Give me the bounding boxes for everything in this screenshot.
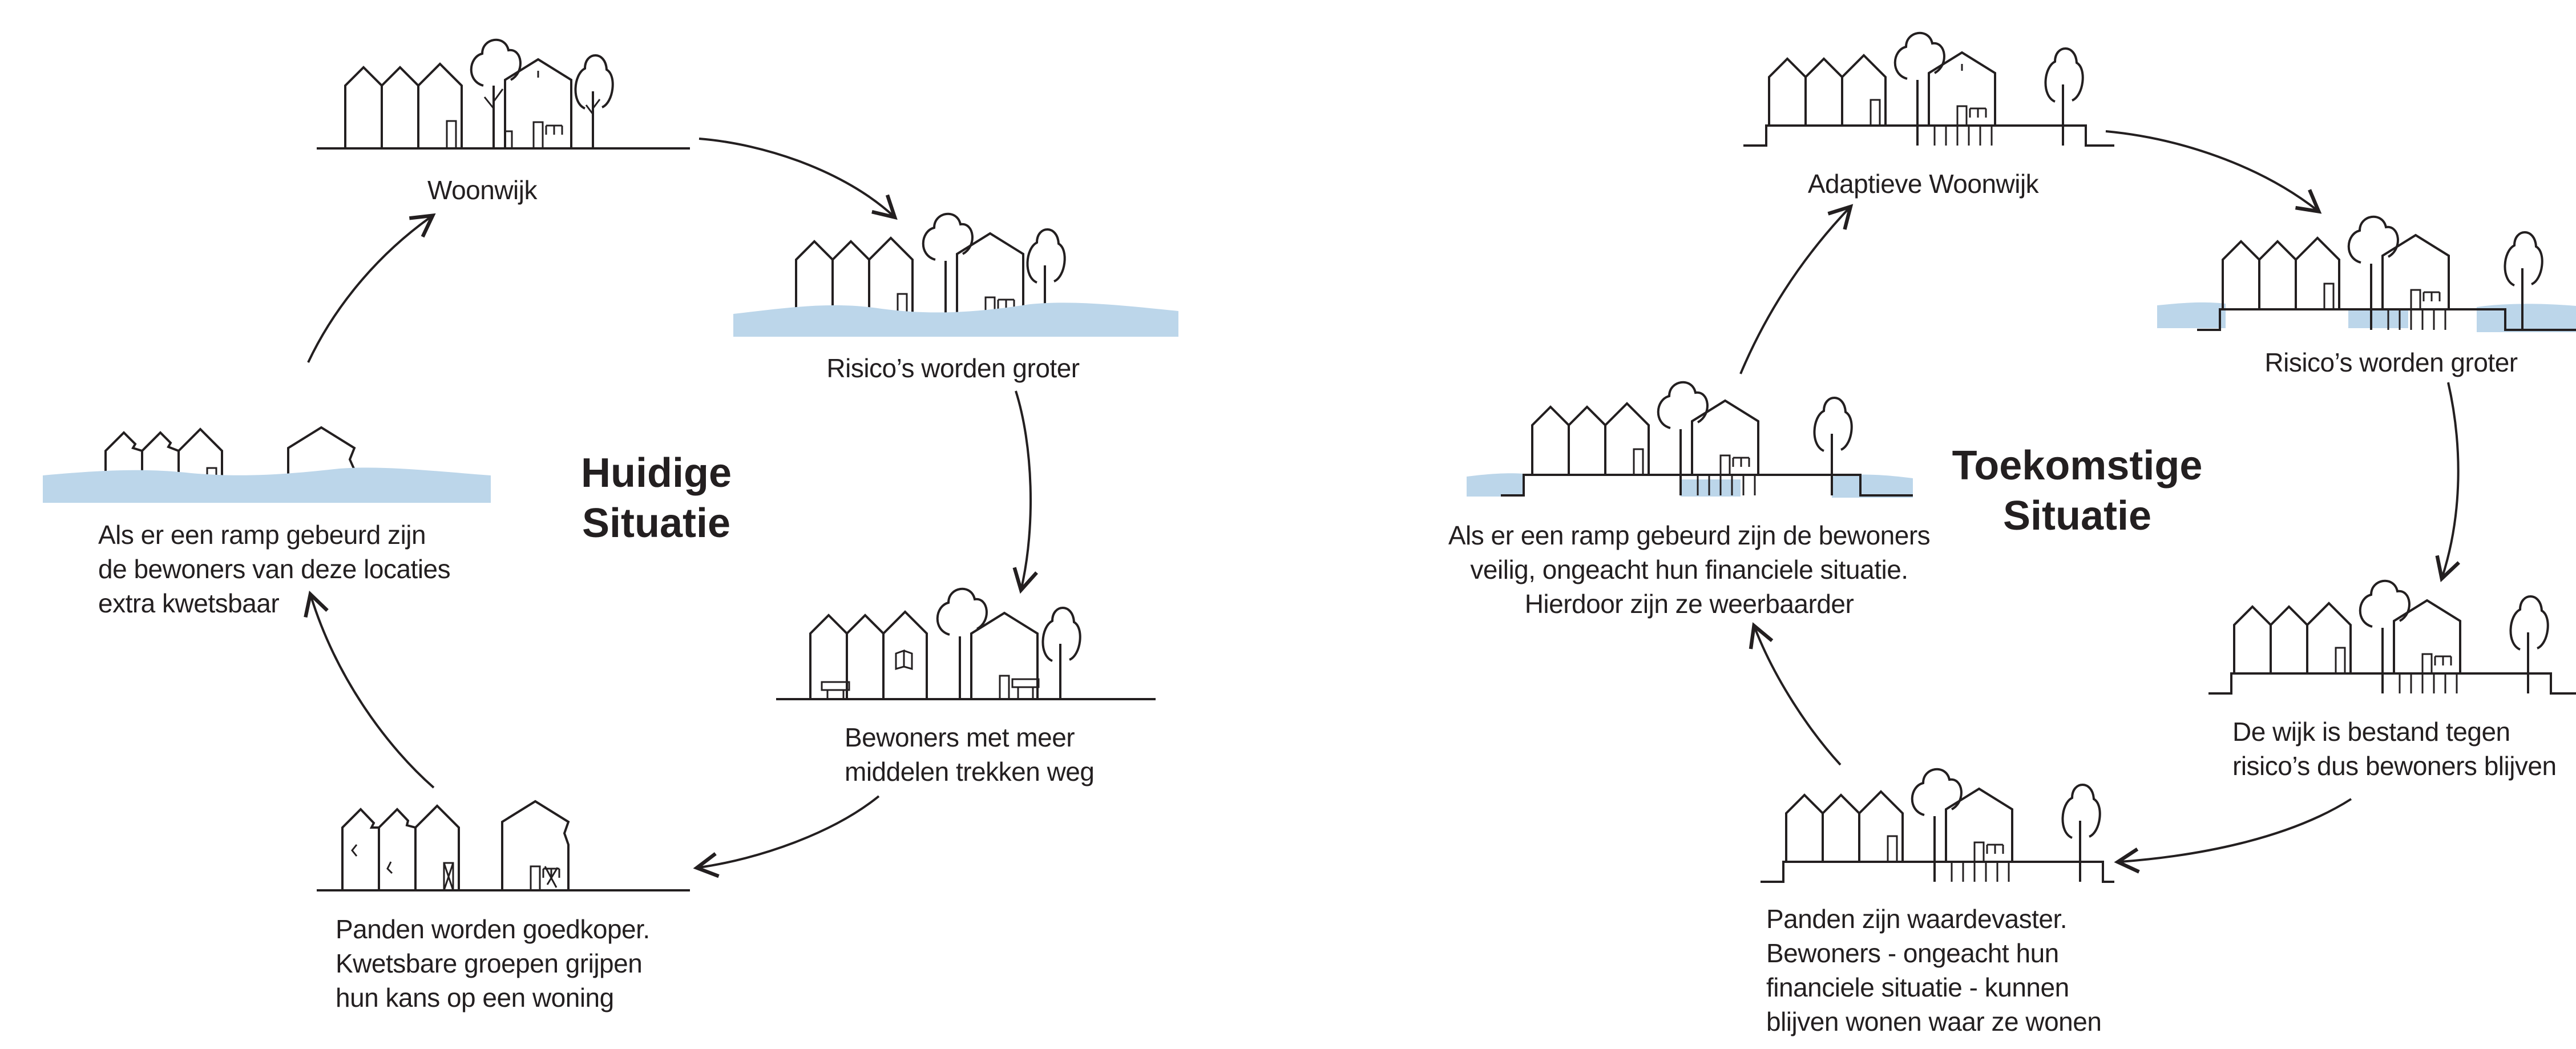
arrow-bestand-to-waardevaster [2114, 798, 2352, 874]
label-current-goedkoper: Panden worden goedkoper. Kwetsbare groep… [336, 914, 650, 1012]
label-future-adaptief: Adaptieve Woonwijk [1807, 169, 2039, 199]
future-cycle [1467, 31, 2576, 883]
label-current-woonwijk: Woonwijk [427, 175, 538, 205]
arrow-weg-to-goedkoper [693, 795, 880, 878]
illustration-risico-future [2157, 215, 2576, 332]
illustration-ramp-future [1467, 381, 1913, 498]
label-future-ramp: Als er een ramp gebeurd zijn de bewoners… [1448, 521, 1931, 619]
illustration-woonwijk [317, 38, 690, 150]
title-current: Huidige Situatie [581, 450, 732, 546]
water-risico-future [2157, 302, 2576, 332]
label-current-risico: Risico’s worden groter [826, 353, 1080, 383]
arrow-risico-to-bestand [2435, 382, 2460, 583]
label-future-waardevaster: Panden zijn waardevaster. Bewoners - ong… [1766, 904, 2102, 1036]
illustration-goedkoper [317, 800, 690, 891]
arrow-adaptief-to-risico [2105, 130, 2322, 214]
water-ramp-future [1467, 473, 1913, 498]
arrow-ramp-to-adaptief [1739, 204, 1854, 374]
illustration-bewoners-weg [776, 587, 1156, 700]
water-risico-current [733, 302, 1178, 337]
illustration-waardevaster [1761, 768, 2114, 883]
label-future-risico: Risico’s worden groter [2264, 348, 2518, 377]
arrow-goedkoper-to-ramp [304, 590, 435, 789]
illustration-ramp-current [43, 426, 491, 503]
illustration-adaptief [1743, 31, 2114, 147]
current-cycle [43, 38, 1178, 891]
label-current-ramp: Als er een ramp gebeurd zijn de bewoners… [98, 520, 451, 618]
water-ramp-current [43, 467, 491, 503]
arrow-ramp-to-woonwijk [307, 213, 436, 363]
illustration-risico-current [733, 212, 1178, 337]
illustration-bestand [2208, 579, 2576, 695]
arrow-waardevaster-to-ramp [1749, 622, 1842, 766]
arrow-risico-to-weg [1012, 390, 1038, 594]
label-current-bewoners-weg: Bewoners met meer middelen trekken weg [845, 723, 1095, 786]
arrow-woonwijk-to-risico [698, 138, 898, 220]
title-future: Toekomstige Situatie [1952, 443, 2203, 539]
label-future-bestand: De wijk is bestand tegen risico’s dus be… [2232, 717, 2557, 781]
